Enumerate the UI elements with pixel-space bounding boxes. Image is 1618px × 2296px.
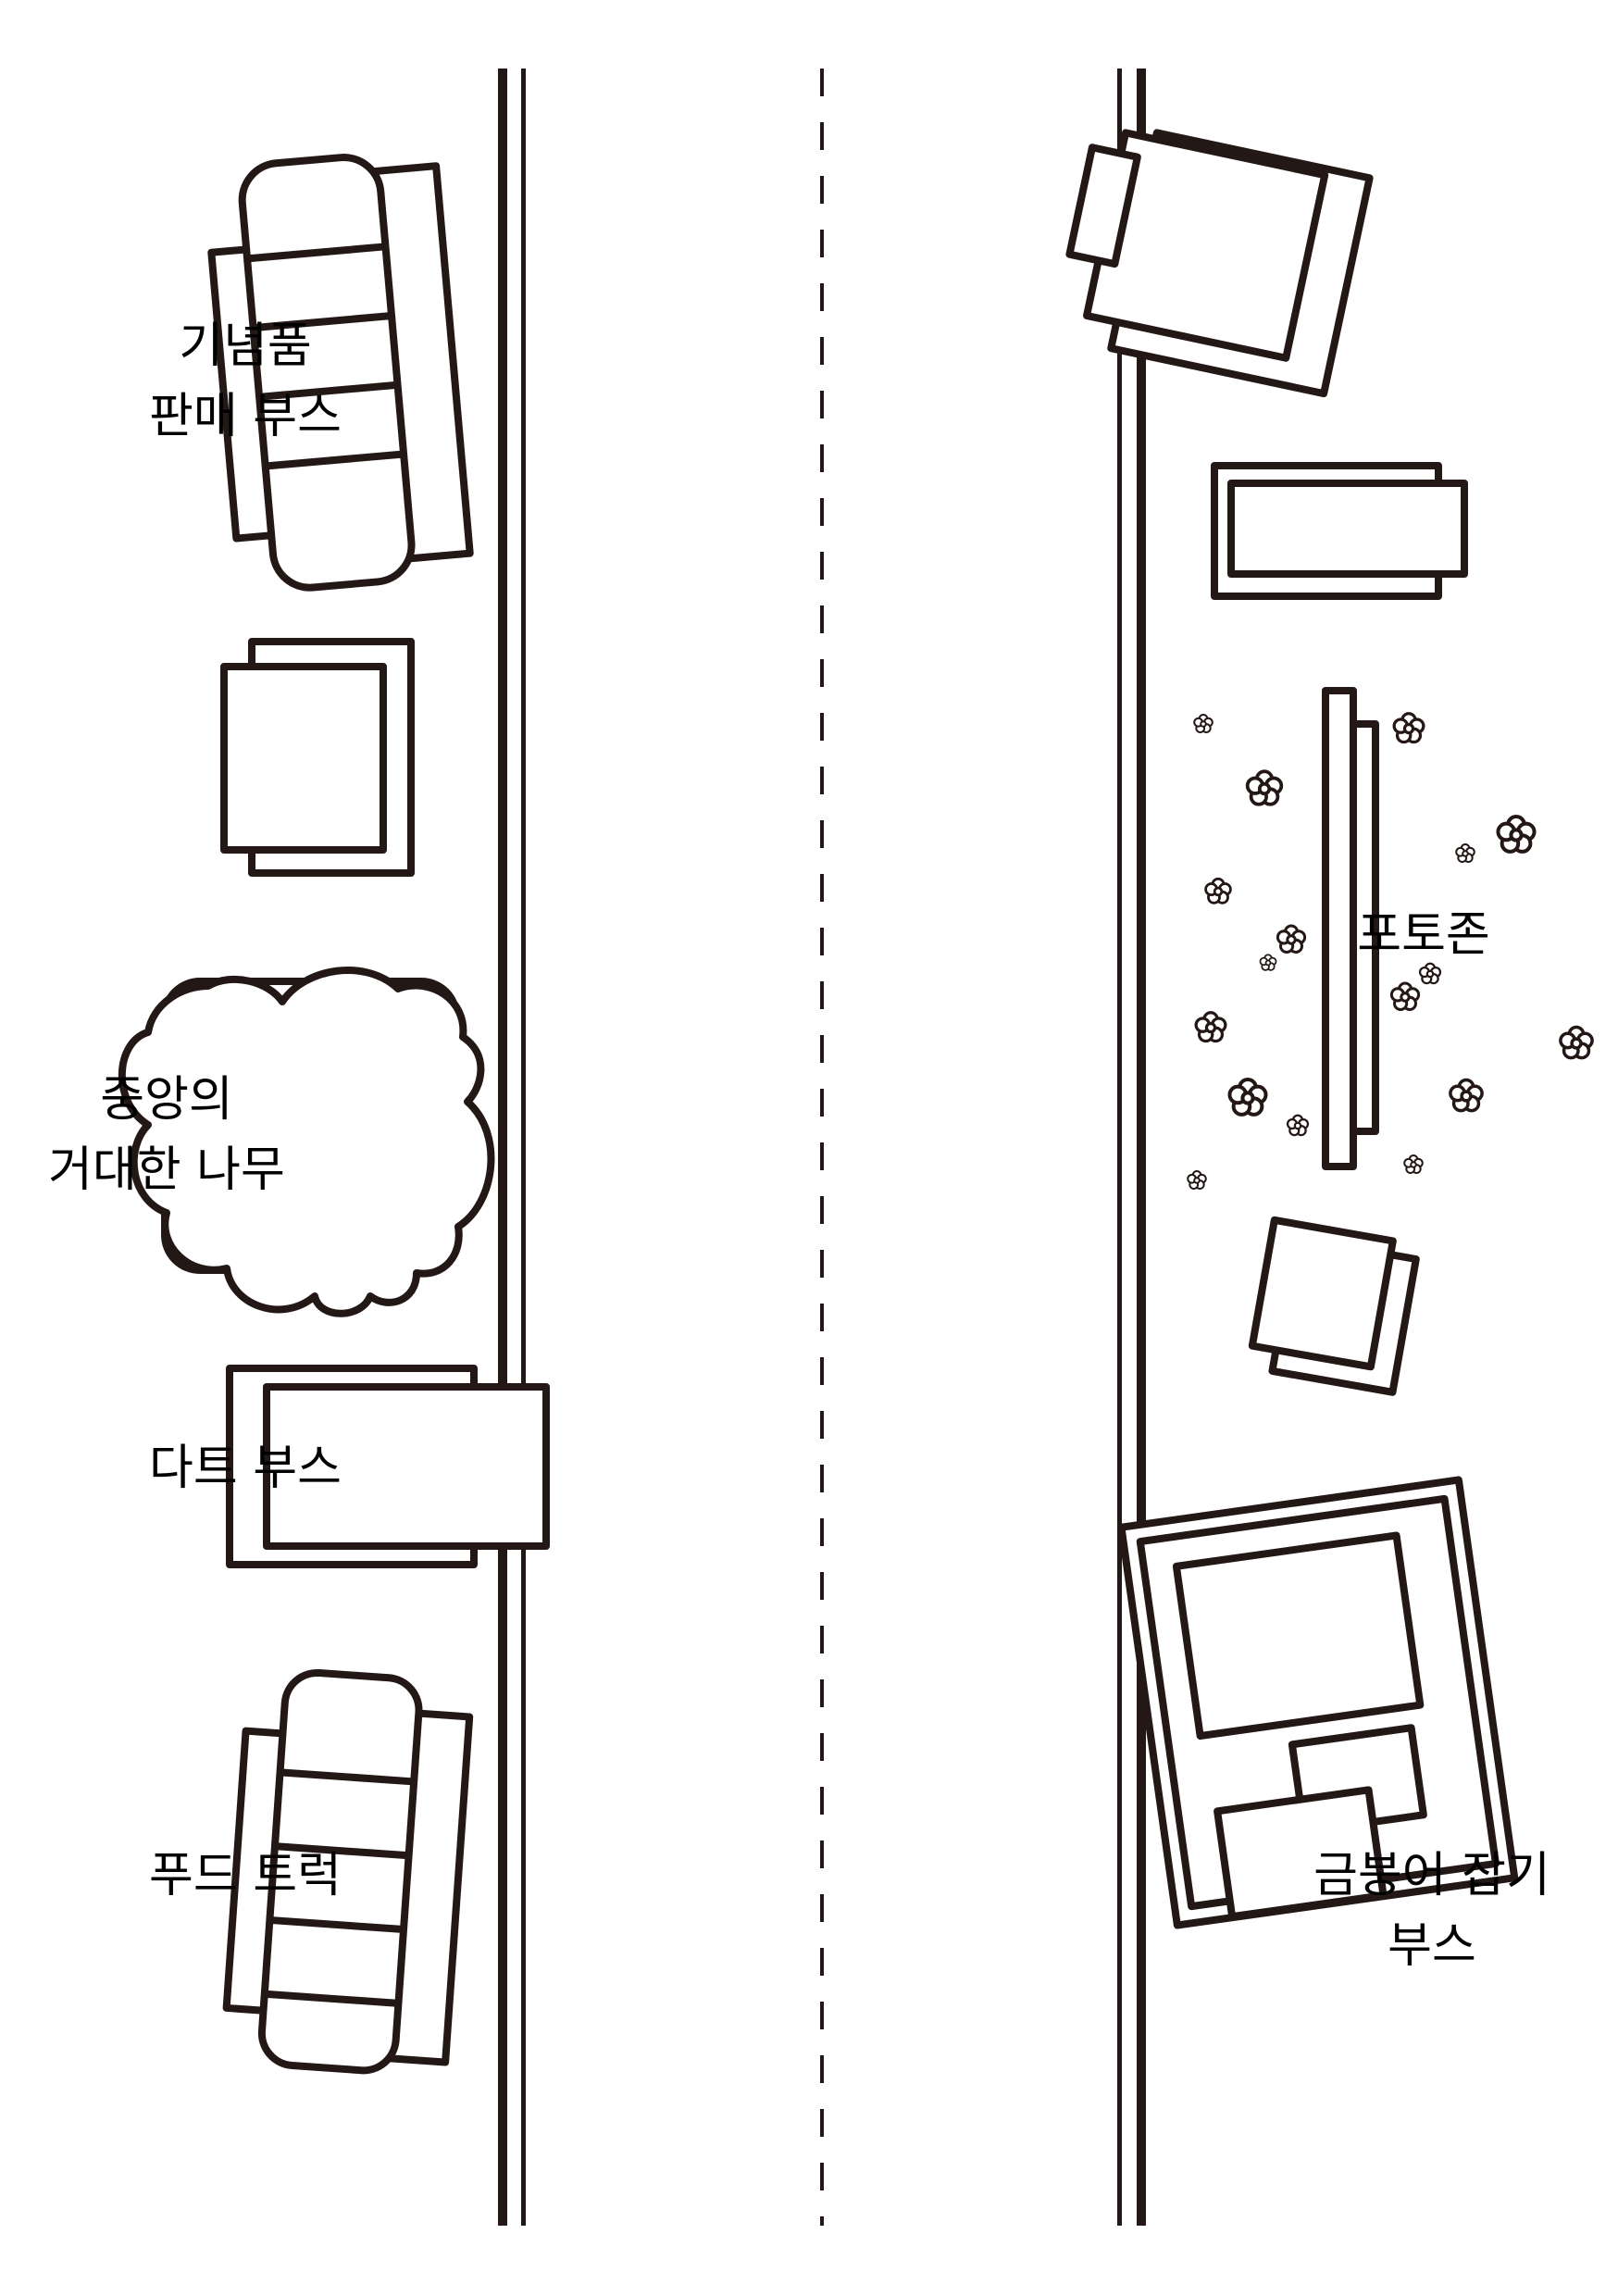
flower-icon xyxy=(1187,1169,1207,1190)
giant-tree-label-line2: 거대한 나무 xyxy=(48,1142,285,1198)
flower-icon xyxy=(1276,924,1307,954)
souvenir-booth-structure xyxy=(207,154,474,592)
flower-icon xyxy=(1455,842,1475,863)
giant-tree-label-line1: 중앙의 xyxy=(100,1072,233,1128)
flower-icon xyxy=(1498,817,1534,852)
stage-right xyxy=(1211,462,1468,600)
flower-icon xyxy=(1245,769,1284,806)
goldfish-booth-label-line2: 부스 xyxy=(1388,1918,1476,1974)
booth-right-tilted xyxy=(1065,129,1374,398)
flower-icon xyxy=(1193,713,1214,733)
booth-left-square xyxy=(220,638,415,877)
booth-right-small-tilted xyxy=(1248,1216,1420,1396)
souvenir-booth-label-line1: 기념품 xyxy=(179,318,312,374)
food-truck-label-line1: 푸드 트럭 xyxy=(149,1848,342,1903)
dart-booth-label: 다트 부스 xyxy=(120,1433,370,1504)
flower-icon xyxy=(1392,712,1425,744)
dart-booth-label-line1: 다트 부스 xyxy=(149,1441,342,1496)
flower-icon xyxy=(1204,877,1232,905)
giant-tree-label: 중앙의 거대한 나무 xyxy=(28,1065,305,1205)
goldfish-booth-label: 금붕어 잡기 부스 xyxy=(1288,1841,1575,1981)
food-truck-structure xyxy=(222,1668,474,2075)
photo-zone-structure xyxy=(1322,687,1379,1170)
left-road-edge-thin xyxy=(521,69,526,2226)
souvenir-booth-label-line2: 판매 부스 xyxy=(149,389,342,444)
photo-zone-label: 포토존 xyxy=(1331,900,1516,970)
flower-icon xyxy=(1286,1114,1310,1137)
flower-icon xyxy=(1403,1154,1424,1174)
food-truck-label: 푸드 트럭 xyxy=(120,1841,370,1911)
road xyxy=(498,69,1146,2226)
flower-icon xyxy=(1559,1025,1594,1060)
dart-booth-structure xyxy=(226,1365,550,1568)
goldfish-booth-label-line1: 금붕어 잡기 xyxy=(1313,1848,1550,1903)
goldfish-booth-structure xyxy=(1117,1476,1519,1929)
left-road-edge-thick xyxy=(498,69,507,2226)
right-road-edge-thin xyxy=(1117,69,1122,2226)
flower-icon xyxy=(1389,981,1421,1011)
giant-tree xyxy=(118,967,495,1317)
flower-icon xyxy=(1194,1011,1227,1043)
souvenir-booth-label: 기념품 판매 부스 xyxy=(125,311,366,452)
flower-icon xyxy=(1229,1079,1265,1115)
right-road-edge-thick xyxy=(1137,69,1146,2226)
flower-icon xyxy=(1449,1078,1484,1113)
flower-icon xyxy=(1259,954,1277,971)
photo-zone-label-line1: 포토존 xyxy=(1357,907,1490,963)
